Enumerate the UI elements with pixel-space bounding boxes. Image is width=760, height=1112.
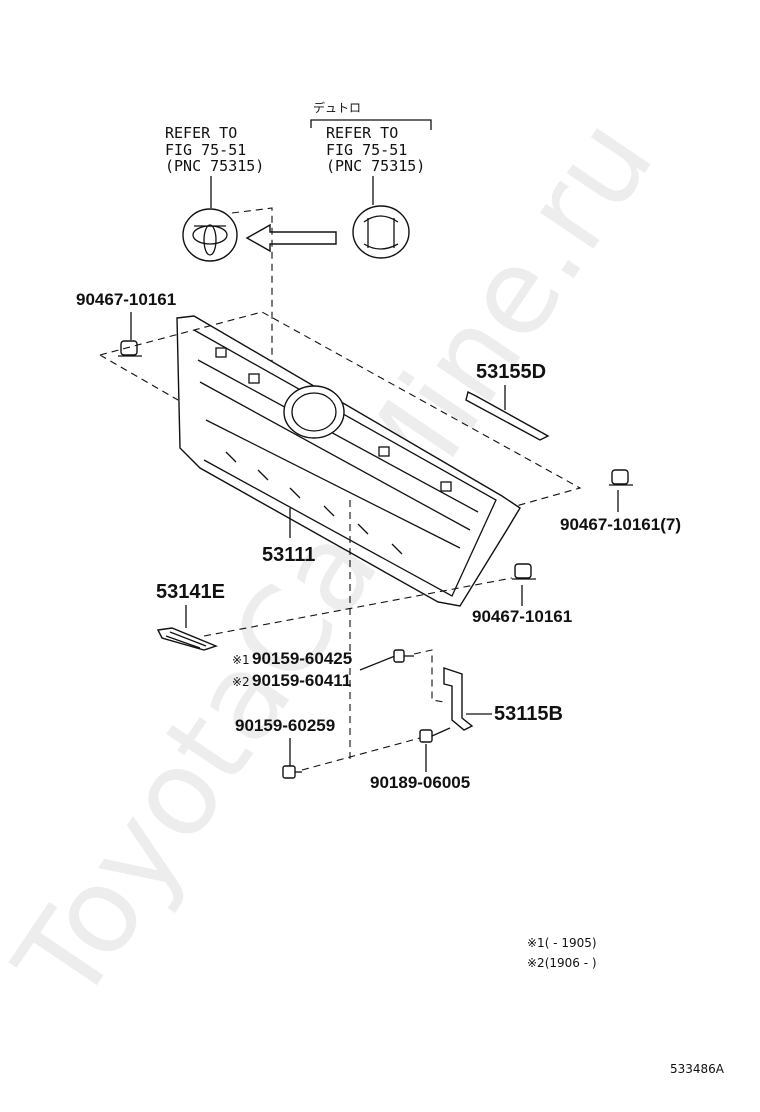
clip-icon bbox=[609, 469, 633, 486]
svg-text:REFER TO: REFER TO bbox=[326, 124, 398, 142]
part-number-clip-right: 90467-10161(7) bbox=[560, 515, 681, 534]
bracket bbox=[443, 667, 474, 731]
screw-3-dashed-guide bbox=[301, 500, 421, 771]
part-number-emblem-lower: 53141E bbox=[156, 581, 225, 603]
part-number-bracket: 53115B bbox=[494, 703, 563, 725]
part-number-bolt: 90189-06005 bbox=[370, 773, 470, 792]
part-number-screw-1: 90159-60425 bbox=[252, 649, 352, 668]
svg-text:(PNC 75315): (PNC 75315) bbox=[326, 157, 425, 175]
screw-dashed-guide bbox=[413, 649, 445, 703]
mark-1: ※1 bbox=[232, 653, 250, 667]
svg-text:FIG 75-51: FIG 75-51 bbox=[326, 141, 407, 159]
part-number-moulding: 53155D bbox=[476, 361, 546, 383]
mark-2: ※2 bbox=[232, 675, 250, 689]
watermark: ToyotaCarMine.ru bbox=[0, 94, 680, 1027]
svg-text:REFER TO: REFER TO bbox=[165, 124, 237, 142]
radiator-grille bbox=[176, 315, 521, 607]
lower-emblem bbox=[156, 627, 219, 651]
note-1: ※1( - 1905) bbox=[527, 936, 597, 950]
bolt-icon bbox=[419, 727, 451, 743]
grille-dashed-guide bbox=[99, 311, 582, 507]
reference-right: REFER TO FIG 75-51 (PNC 75315) bbox=[326, 124, 425, 175]
part-number-grille: 53111 bbox=[262, 544, 315, 566]
reference-left: REFER TO FIG 75-51 (PNC 75315) bbox=[165, 124, 264, 175]
screw-icon bbox=[393, 649, 414, 663]
svg-text:(PNC 75315): (PNC 75315) bbox=[165, 157, 264, 175]
arrow-left-icon bbox=[245, 223, 337, 253]
part-number-clip-bottom-right: 90467-10161 bbox=[472, 607, 572, 626]
part-number-screw-3: 90159-60259 bbox=[235, 716, 335, 735]
note-2: ※2(1906 - ) bbox=[527, 956, 597, 970]
part-number-screw-2: 90159-60411 bbox=[252, 671, 351, 690]
hino-emblem-icon bbox=[352, 205, 410, 259]
lower-emblem-dashed-guide bbox=[203, 577, 513, 637]
moulding-strip bbox=[465, 390, 550, 441]
toyota-emblem-icon bbox=[182, 208, 238, 262]
part-number-clip-top-left: 90467-10161 bbox=[76, 290, 176, 309]
leader-screw-1 bbox=[359, 655, 396, 671]
clip-icon bbox=[512, 563, 536, 580]
model-label: デュトロ bbox=[313, 100, 361, 115]
svg-text:FIG 75-51: FIG 75-51 bbox=[165, 141, 246, 159]
screw-icon bbox=[282, 765, 302, 779]
diagram-id: 533486A bbox=[670, 1062, 725, 1076]
clip-icon bbox=[118, 340, 142, 357]
model-bracket bbox=[310, 119, 432, 130]
